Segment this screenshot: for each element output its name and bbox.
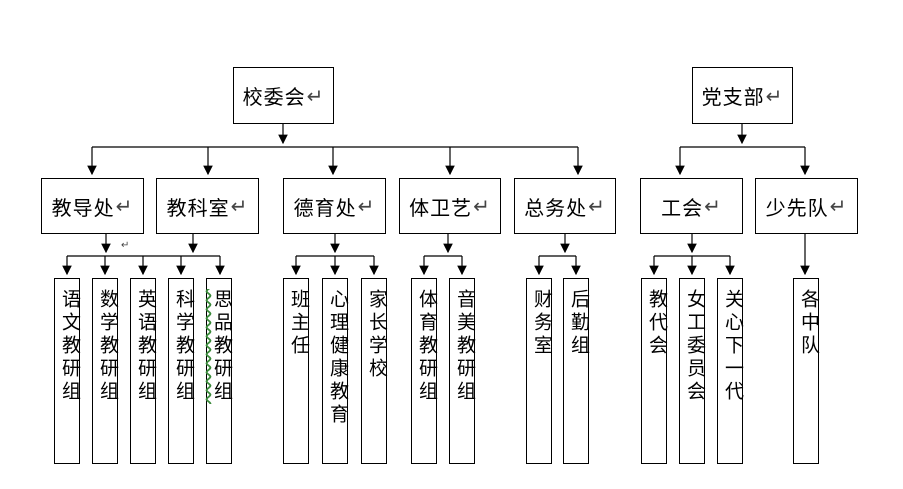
node-parent-school: 家长学校 <box>361 278 388 464</box>
node-school-committee: 校委会↵ <box>233 67 334 124</box>
node-general-affairs: 总务处↵ <box>514 178 616 234</box>
node-finance-office: 财务室 <box>526 278 553 464</box>
node-young-pioneers: 少先队↵ <box>755 178 858 234</box>
node-sports-health-arts: 体卫艺↵ <box>399 178 501 234</box>
node-teaching-office: 教导处↵ <box>41 178 144 234</box>
node-research-office: 教科室↵ <box>156 178 259 234</box>
node-squadrons: 各中队 <box>793 278 820 464</box>
node-labor-union: 工会↵ <box>640 178 743 234</box>
node-staff-congress: 教代会 <box>641 278 668 464</box>
node-school-committee-label: 校委会 <box>242 85 306 109</box>
text-cursor <box>54 280 55 298</box>
node-math-group: 数学教研组 <box>92 278 119 464</box>
node-party-branch-label: 党支部 <box>701 85 765 109</box>
return-mark: ↵ <box>121 240 130 251</box>
node-science-group: 科学教研组 <box>168 278 195 464</box>
node-pe-group: 体育教研组 <box>411 278 438 464</box>
node-women-committee: 女工委员会 <box>679 278 706 464</box>
node-class-teacher: 班主任 <box>283 278 310 464</box>
node-party-branch: 党支部↵ <box>692 67 793 124</box>
node-morality-group: 思品教研组 <box>206 278 233 464</box>
node-chinese-group: 语文教研组 <box>54 278 81 464</box>
node-logistics-group: 后勤组 <box>563 278 590 464</box>
node-psych-health: 心理健康教育 <box>322 278 349 464</box>
node-moral-office: 德育处↵ <box>283 178 386 234</box>
node-music-art-group: 音美教研组 <box>449 278 476 464</box>
node-next-gen-care: 关心下一代 <box>717 278 744 464</box>
node-english-group: 英语教研组 <box>130 278 157 464</box>
